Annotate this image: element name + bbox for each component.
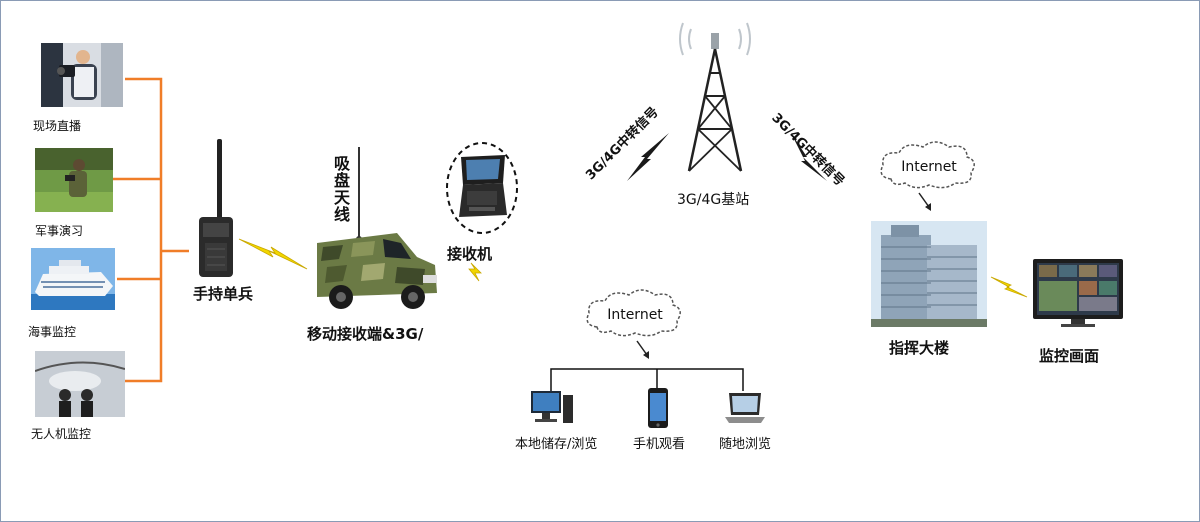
command-building-photo <box>871 221 987 327</box>
receiver-highlight <box>446 142 518 234</box>
live-broadcast-photo <box>41 43 123 107</box>
drone-monitoring-label: 无人机监控 <box>31 427 92 441</box>
drone-team-photo <box>35 351 125 417</box>
monitoring-screen <box>1031 257 1125 329</box>
laptop-icon <box>723 389 767 427</box>
bolt-hq-to-screen <box>990 276 1028 298</box>
source-bracket <box>113 77 189 383</box>
anywhere-browse-label: 随地浏览 <box>719 437 772 452</box>
receiver-label: 接收机 <box>447 245 493 263</box>
bolt-handheld-to-vehicle <box>238 238 308 270</box>
handheld-soldier-label: 手持单兵 <box>193 285 254 303</box>
internet-cloud-bottom <box>586 289 681 359</box>
local-storage-label: 本地储存/浏览 <box>515 437 598 452</box>
handheld-radio-device <box>193 139 237 279</box>
receiver-device <box>457 153 509 219</box>
internet-cloud-top <box>880 141 975 211</box>
internet-top-label: Internet <box>901 159 957 175</box>
relay-bolt-left <box>627 133 669 181</box>
mobile-receiver-label: 移动接收端&3G/ <box>307 325 424 343</box>
military-drill-label: 军事演习 <box>35 224 84 238</box>
maritime-ship-photo <box>31 248 115 310</box>
mobile-phone-icon <box>647 387 669 429</box>
bolt-vehicle-to-receiver <box>468 262 482 282</box>
military-drill-photo <box>35 148 113 212</box>
cell-tower-icon <box>679 22 751 172</box>
command-building-label: 指挥大楼 <box>889 339 950 357</box>
desktop-computer-icon <box>529 389 575 427</box>
internet-bottom-label: Internet <box>607 307 663 323</box>
base-station-label: 3G/4G基站 <box>677 192 750 208</box>
maritime-monitoring-label: 海事监控 <box>28 325 77 339</box>
monitoring-screen-label: 监控画面 <box>1039 347 1100 365</box>
vehicle-receiver <box>313 147 439 313</box>
live-broadcast-label: 现场直播 <box>33 119 82 133</box>
suction-antenna-label: 吸盘天线 <box>333 154 350 224</box>
terminal-network-line <box>550 368 744 391</box>
phone-viewing-label: 手机观看 <box>633 437 686 452</box>
